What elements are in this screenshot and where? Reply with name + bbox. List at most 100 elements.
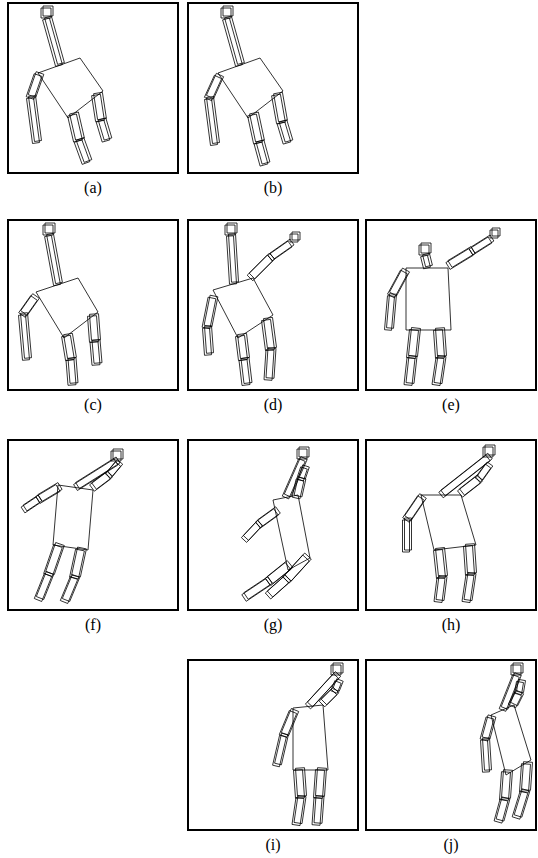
head-box: [290, 234, 298, 242]
limb-segment: [92, 94, 105, 121]
panel-label: (f): [85, 616, 101, 634]
limb-segment: [66, 360, 76, 386]
limb-segment: [92, 340, 102, 364]
panel-label: (j): [443, 836, 458, 854]
limb-segment: [439, 455, 490, 498]
limb-segment: [98, 118, 112, 140]
limb-segment: [90, 314, 101, 341]
panel-frame: [366, 220, 536, 390]
limb-segment: [76, 138, 92, 163]
panel-frame: [8, 440, 178, 610]
torso-outline: [406, 268, 451, 330]
limb-segment: [434, 330, 445, 359]
panel-label: (h): [442, 616, 461, 634]
limb-segment: [72, 547, 87, 577]
limb-segment: [249, 253, 275, 279]
limb-segment: [282, 459, 305, 499]
limb-segment: [502, 770, 513, 799]
limb-segment: [29, 96, 42, 142]
limb-segment: [314, 770, 325, 799]
limb-segment: [307, 672, 340, 707]
limb-segment: [267, 575, 290, 597]
head-box: [43, 6, 53, 16]
limb-segment: [45, 16, 65, 64]
limb-segment: [464, 546, 475, 576]
head-box: [113, 449, 123, 459]
limb-segment: [312, 798, 322, 826]
limb-segment: [496, 797, 510, 821]
head-box: [483, 447, 493, 457]
limb-segment: [279, 120, 293, 142]
limb-segment: [62, 335, 75, 360]
head-box: [227, 223, 237, 233]
limb-segment: [238, 333, 250, 358]
limb-segment: [283, 555, 310, 583]
limb-segment: [480, 717, 494, 741]
limb-segment: [47, 233, 63, 283]
limb-segment: [206, 73, 223, 98]
limb-segment: [34, 574, 51, 602]
limb-segment: [223, 18, 243, 66]
torso-outline: [293, 705, 328, 770]
limb-segment: [500, 772, 511, 801]
limb-segment: [74, 140, 90, 165]
limb-segment: [88, 316, 99, 343]
limb-segment: [68, 358, 78, 384]
limb-segment: [281, 709, 298, 736]
limb-segment: [239, 360, 250, 386]
limb-segment: [266, 348, 276, 379]
panel-frame: [8, 3, 178, 173]
head-box: [221, 8, 231, 18]
torso-outline: [218, 58, 283, 118]
limb-segment: [436, 328, 447, 357]
limb-segment: [483, 738, 492, 770]
limb-segment: [90, 342, 100, 366]
limb-segment: [406, 356, 417, 384]
limb-segment: [274, 92, 288, 122]
head-box: [490, 230, 498, 238]
limb-segment: [275, 733, 289, 765]
limb-segment: [284, 457, 307, 497]
limb-segment: [464, 572, 476, 600]
torso-outline: [53, 485, 93, 550]
limb-segment: [333, 679, 343, 692]
panel-label: (e): [442, 396, 460, 414]
torso-outline: [421, 495, 476, 550]
limb-segment: [264, 317, 277, 348]
limb-segment: [242, 579, 270, 602]
limb-segment: [262, 319, 275, 350]
head-box: [41, 8, 51, 18]
limb-segment: [64, 333, 77, 358]
head-box: [492, 228, 500, 236]
limb-segment: [236, 335, 248, 360]
limb-segment: [481, 740, 490, 772]
limb-segment: [264, 350, 274, 381]
limb-segment: [23, 495, 42, 511]
head-box: [292, 232, 300, 240]
limb-segment: [38, 483, 62, 502]
limb-segment: [21, 294, 40, 316]
limb-segment: [241, 358, 252, 384]
limb-segment: [21, 313, 32, 359]
limb-segment: [441, 453, 492, 496]
limb-segment: [448, 247, 475, 268]
panel-frame: [366, 660, 536, 830]
limb-segment: [60, 577, 77, 604]
limb-segment: [385, 296, 395, 331]
limb-segment: [107, 460, 122, 476]
panel-label: (c): [84, 396, 102, 414]
limb-segment: [250, 112, 265, 142]
panel-frame: [188, 3, 358, 173]
limb-segment: [403, 520, 410, 552]
limb-segment: [225, 16, 245, 64]
panel-label: (d): [264, 396, 283, 414]
limb-segment: [204, 295, 218, 327]
panel-frame: [188, 220, 358, 390]
limb-segment: [70, 112, 85, 140]
torso-outline: [273, 495, 310, 570]
limb-segment: [458, 477, 481, 497]
limb-segment: [436, 576, 447, 601]
panel-frame: [188, 660, 358, 830]
limb-segment: [387, 294, 397, 329]
